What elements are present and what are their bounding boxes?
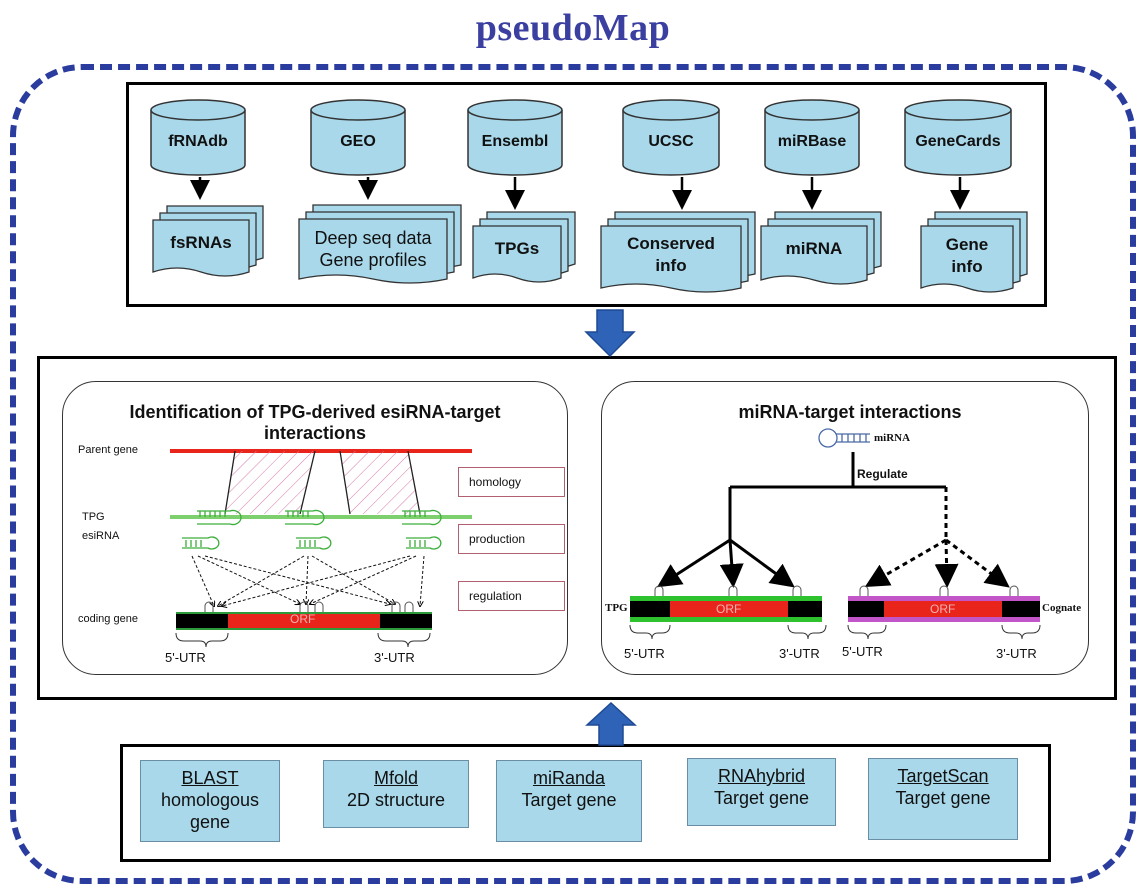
tool-miranda: miRanda Target gene bbox=[496, 760, 642, 842]
tool-name: RNAhybrid bbox=[717, 766, 806, 786]
doc-label-conserved-info: Conserved info bbox=[627, 234, 715, 275]
db-label-geo: GEO bbox=[340, 133, 376, 150]
tool-mfold: Mfold 2D structure bbox=[323, 760, 469, 828]
doc-label-fsrnas: fsRNAs bbox=[170, 233, 232, 252]
doc-label-mirna: miRNA bbox=[785, 239, 843, 258]
document-stack-icon bbox=[920, 211, 1028, 293]
tpg-orf-label: ORF bbox=[716, 602, 742, 616]
db-label-mirbase: miRBase bbox=[777, 133, 847, 150]
esirna-diagram bbox=[170, 449, 472, 648]
tool-blast: BLAST homologous gene bbox=[140, 760, 280, 842]
down-arrow-icon bbox=[584, 309, 636, 358]
document-stack-icon bbox=[600, 211, 756, 293]
cognate-utr5-label: 5'-UTR bbox=[842, 644, 883, 659]
tool-rnahybrid: RNAhybrid Target gene bbox=[687, 758, 836, 826]
tool-desc: homologous gene bbox=[160, 790, 260, 832]
database-cylinder-icon bbox=[150, 99, 246, 176]
up-arrow-icon bbox=[585, 701, 637, 746]
doc-stacks bbox=[152, 204, 1028, 293]
database-box bbox=[126, 82, 1047, 307]
utr3-label: 3'-UTR bbox=[374, 650, 415, 665]
tool-targetscan: TargetScan Target gene bbox=[868, 758, 1018, 840]
mirna-diagram bbox=[629, 428, 1041, 640]
tool-desc: Target gene bbox=[521, 790, 617, 810]
coding-gene-label: coding gene bbox=[78, 613, 138, 625]
database-cylinder-icon bbox=[622, 99, 720, 176]
tool-desc: 2D structure bbox=[346, 790, 446, 810]
doc-label-geo-output: Deep seq data Gene profiles bbox=[314, 228, 432, 270]
cognate-utr3-label: 3'-UTR bbox=[996, 646, 1037, 661]
tpg-utr3-label: 3'-UTR bbox=[779, 646, 820, 661]
database-cylinder-icon bbox=[904, 99, 1012, 176]
db-label-frnadb: fRNAdb bbox=[168, 133, 228, 150]
homology-tag: homology bbox=[458, 467, 565, 497]
db-arrows bbox=[190, 177, 970, 210]
db-cylinders bbox=[150, 99, 1012, 176]
doc-label-gene-info: Gene info bbox=[945, 235, 989, 276]
tool-name: miRanda bbox=[532, 768, 606, 788]
regulate-label: Regulate bbox=[857, 467, 908, 481]
document-stack-icon bbox=[760, 211, 882, 285]
esirna-label: esiRNA bbox=[82, 530, 120, 542]
tool-desc: Target gene bbox=[713, 788, 810, 808]
cognate-gene-label: Cognate bbox=[1042, 602, 1082, 614]
database-cylinder-icon bbox=[310, 99, 406, 176]
mirna-hairpin-icon bbox=[818, 428, 870, 448]
pseudomap-frame bbox=[10, 64, 1136, 884]
mirna-icon-label: miRNA bbox=[874, 432, 911, 444]
tpg-gene-label: TPG bbox=[605, 602, 628, 614]
parent-gene-label: Parent gene bbox=[78, 444, 138, 456]
esirna-panel-title: Identification of TPG-derived esiRNA-tar… bbox=[129, 402, 501, 443]
tool-desc: Target gene bbox=[895, 788, 991, 808]
mirna-panel bbox=[601, 381, 1089, 675]
flow-arrows bbox=[584, 309, 637, 746]
db-label-ensembl: Ensembl bbox=[481, 133, 549, 150]
db-label-ucsc: UCSC bbox=[648, 133, 694, 150]
utr5-label: 5'-UTR bbox=[165, 650, 206, 665]
mirna-panel-title: miRNA-target interactions bbox=[738, 402, 962, 422]
tool-name: BLAST bbox=[181, 768, 239, 788]
database-cylinder-icon bbox=[764, 99, 860, 176]
database-cylinder-icon bbox=[467, 99, 563, 176]
document-stack-icon bbox=[472, 211, 576, 283]
page-title: pseudoMap bbox=[475, 7, 671, 49]
orf-label: ORF bbox=[290, 612, 316, 626]
production-tag: production bbox=[458, 524, 565, 554]
tool-name: TargetScan bbox=[897, 766, 989, 786]
doc-label-tpgs: TPGs bbox=[494, 239, 540, 258]
tpg-utr5-label: 5'-UTR bbox=[624, 646, 665, 661]
tpg-label: TPG bbox=[82, 511, 105, 523]
document-stack-icon bbox=[152, 205, 264, 277]
db-label-genecards: GeneCards bbox=[915, 133, 1001, 150]
cognate-orf-label: ORF bbox=[930, 602, 956, 616]
document-stack-icon bbox=[298, 204, 462, 284]
regulation-tag: regulation bbox=[458, 581, 565, 611]
tool-name: Mfold bbox=[373, 768, 418, 788]
